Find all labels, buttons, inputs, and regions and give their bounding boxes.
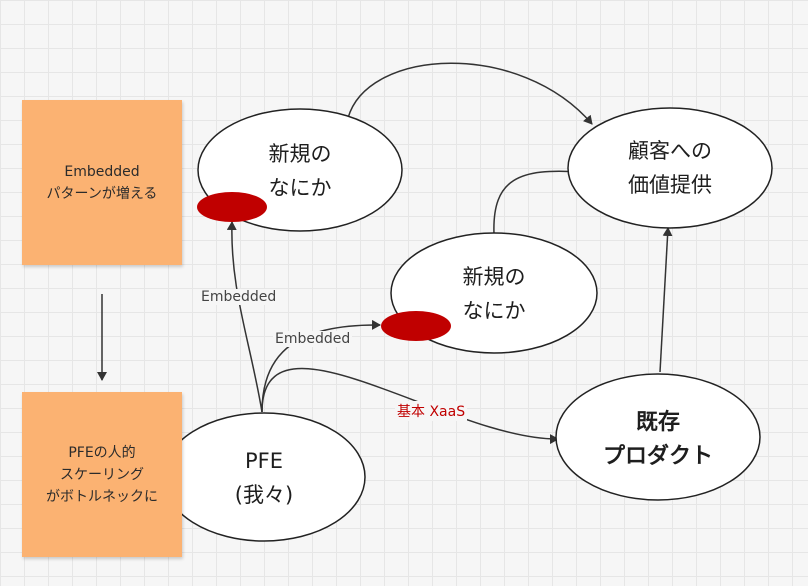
node-pfe-label: PFE (我々) [184, 443, 344, 513]
node-new-top-label: 新規の なにか [220, 136, 380, 206]
node-label-line: プロダクト [602, 444, 713, 469]
node-label-line: 新規の [462, 265, 526, 289]
sticky-note-line: スケーリング [60, 466, 144, 483]
sticky-note-line: PFEの人的 [68, 444, 136, 461]
node-existing-product-label: 既存 プロダクト [578, 405, 738, 475]
arrow-existing-product-to-customer-value[interactable] [659, 227, 673, 373]
node-label-line: PFE [244, 449, 283, 473]
red-marker-mid [381, 311, 451, 341]
node-customer-value-label: 顧客への 価値提供 [590, 133, 750, 203]
node-label-line: 新規の [268, 142, 332, 166]
arrow-pfe-to-existing-product[interactable] [261, 367, 559, 445]
edge-label-embedded-mid: Embedded [273, 331, 353, 347]
sticky-note-pfe-bottleneck[interactable]: PFEの人的 スケーリング がボトルネックに [22, 392, 182, 557]
arrow-pfe-to-new-top[interactable] [226, 221, 263, 413]
sticky-note-line: パターンが増える [46, 185, 158, 202]
node-label-line: 顧客への [628, 139, 712, 163]
node-label-line: 価値提供 [628, 173, 712, 197]
sticky-note-embedded-pattern[interactable]: Embedded パターンが増える [22, 100, 182, 265]
node-label-line: なにか [462, 299, 526, 323]
sticky-note-line: Embedded [64, 163, 140, 180]
red-marker-top [197, 192, 267, 222]
node-new-mid-label: 新規の なにか [414, 259, 574, 329]
node-label-line: 既存 [635, 410, 680, 435]
sticky-note-line: がボトルネックに [46, 488, 158, 505]
arrow-new-mid-to-customer-value[interactable] [493, 166, 581, 235]
node-label-line: (我々) [234, 483, 294, 507]
arrow-new-top-to-customer-value[interactable] [347, 62, 593, 125]
edge-label-basic-xaas: 基本 XaaS [395, 401, 468, 421]
node-customer-value[interactable] [567, 107, 773, 229]
edge-label-embedded-top: Embedded [199, 289, 279, 305]
node-label-line: なにか [268, 176, 332, 200]
node-existing-product[interactable] [555, 373, 761, 501]
